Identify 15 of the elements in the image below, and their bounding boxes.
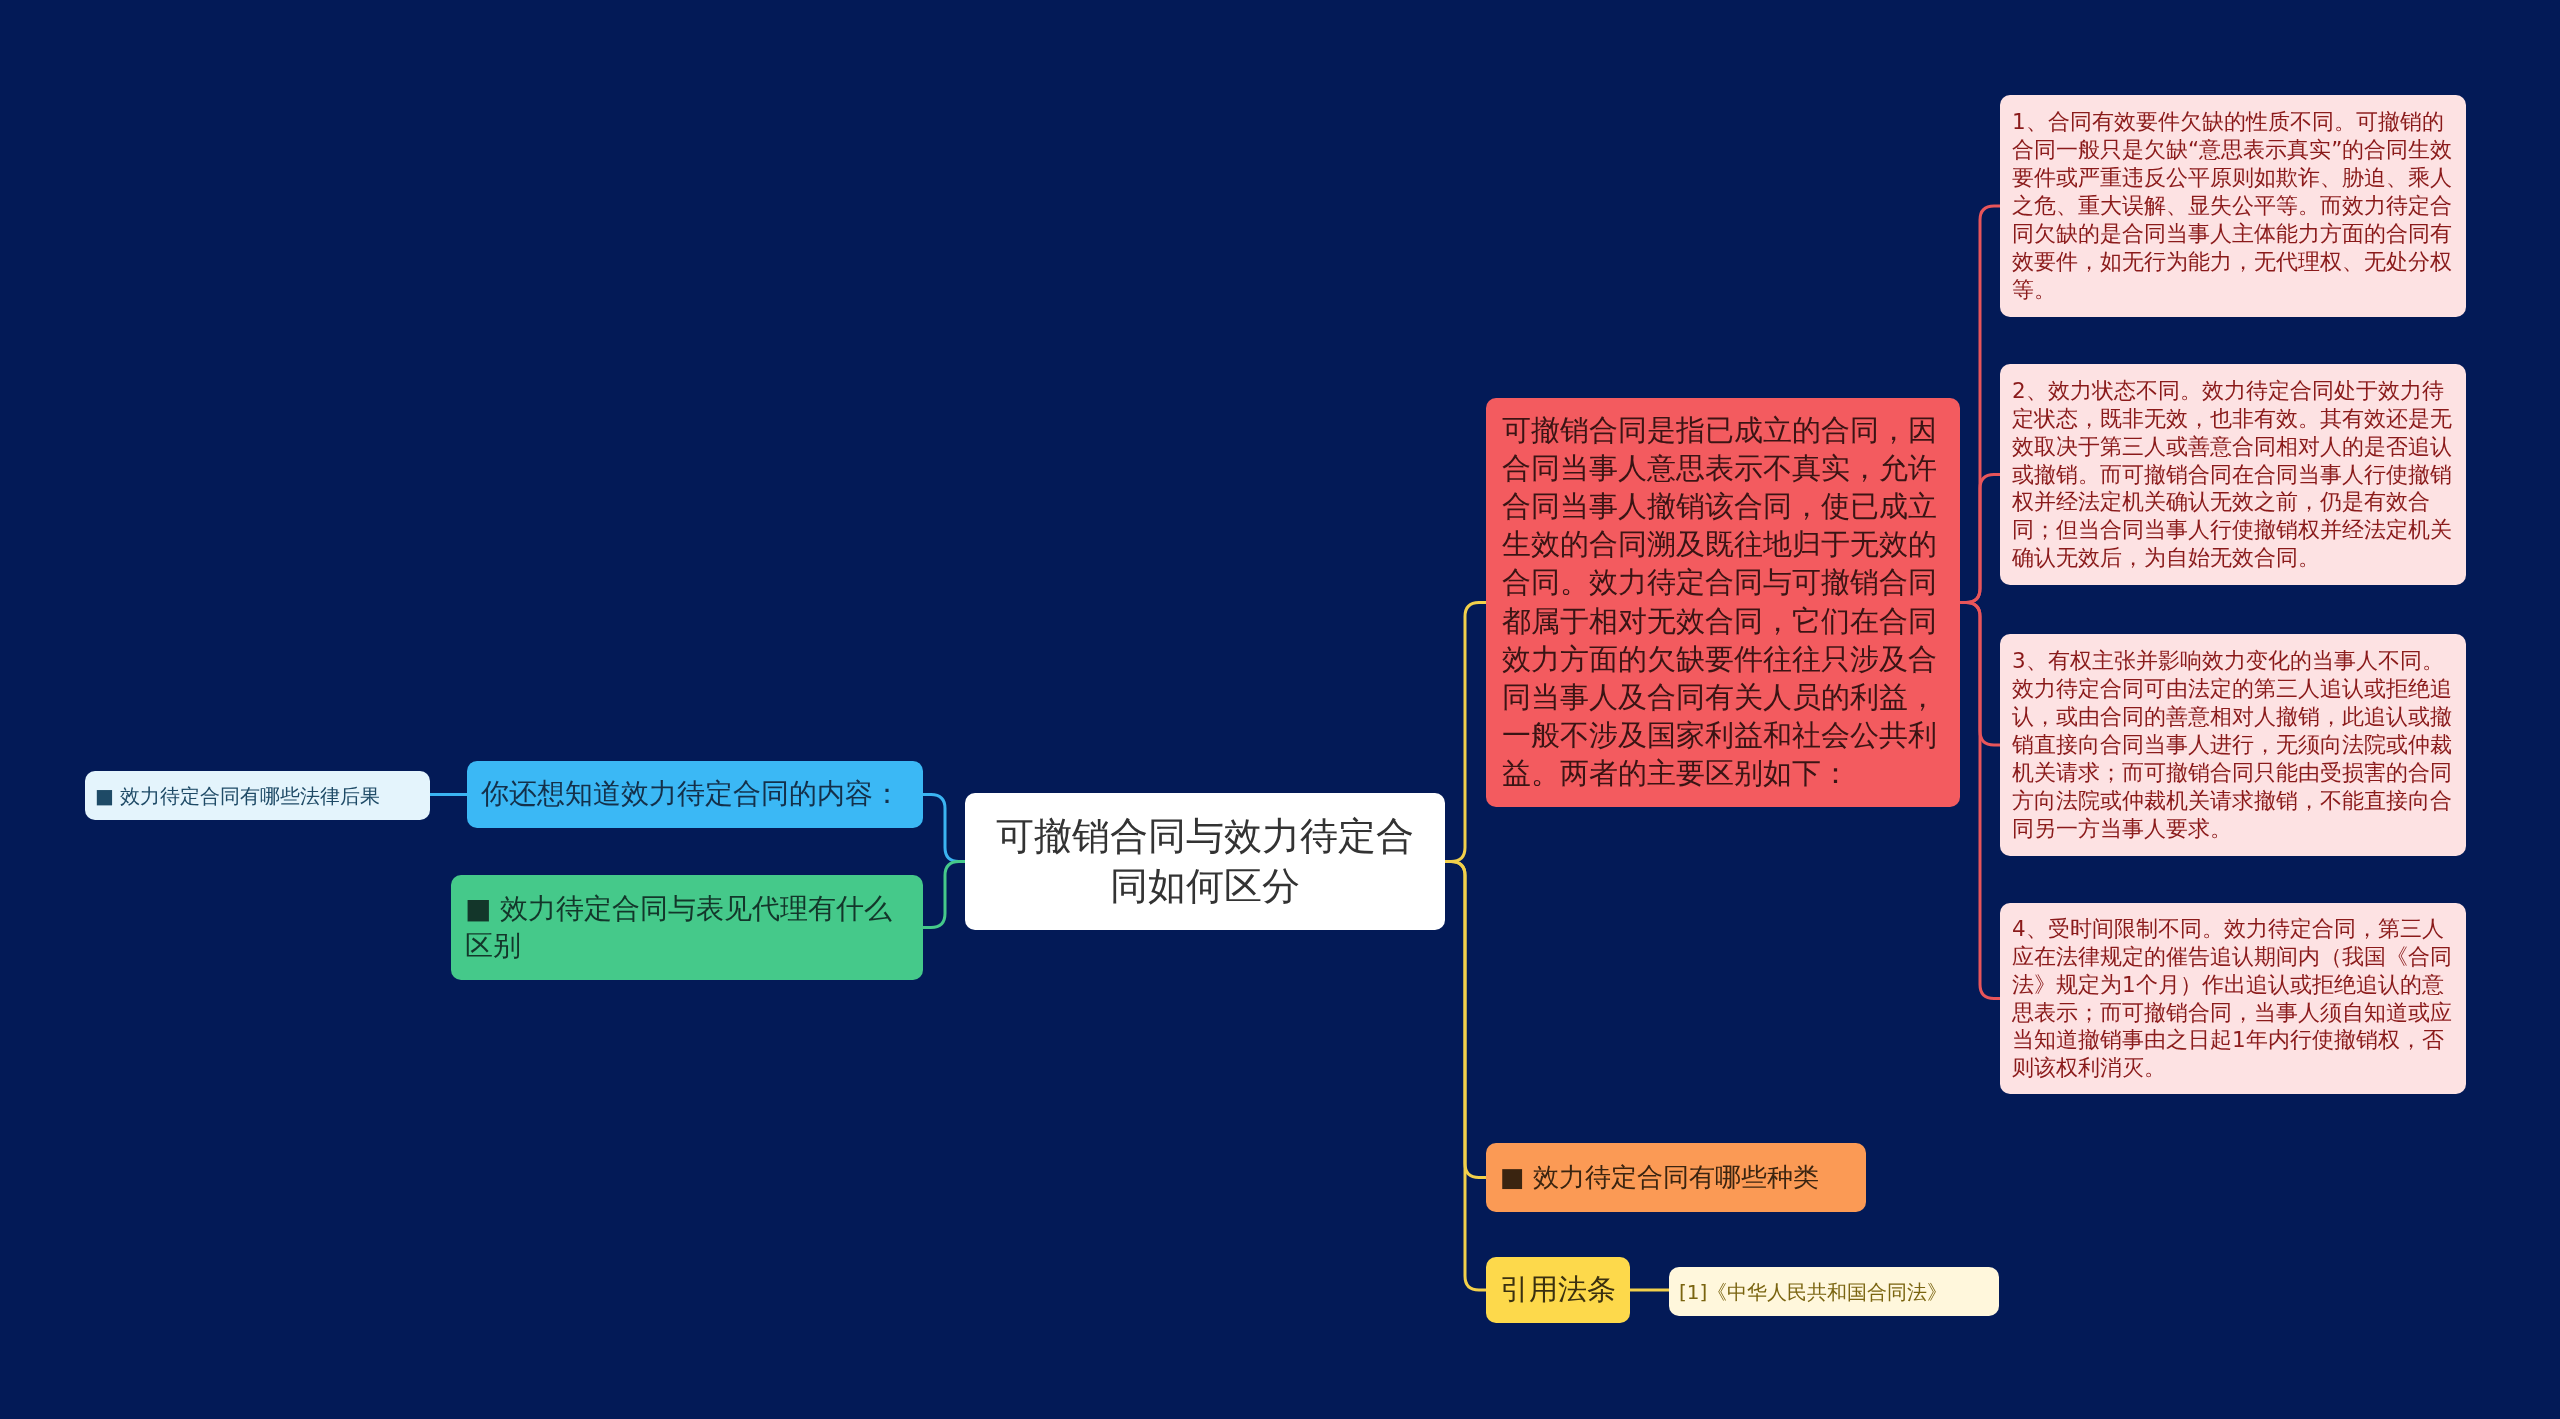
topic-box: ■ 效力待定合同与表见代理有什么区别 (451, 875, 923, 980)
topic-box: 引用法条 (1486, 1257, 1630, 1323)
connector-line (1630, 1288, 1669, 1292)
topic-box: ■ 效力待定合同有哪些种类 (1486, 1143, 1866, 1212)
note-box: 3、有权主张并影响效力变化的当事人不同。效力待定合同可由法定的第三人追认或拒绝追认，或由合同的善意相对人撤销，此追认或撤销直接向合同当事人进行，无须向法院或仲裁机关请求；而可撤销合同只能由受损害的合同方向法院或仲裁机关请求撤销，不能直接向合同另一方当事人要求。 (2000, 634, 2466, 856)
note-box: 4、受时间限制不同。效力待定合同，第三人应在法律规定的催告追认期间内（我国《合同法》规定为1个月）作出追认或拒绝追认的意思表示；而可撤销合同，当事人须自知道或应当知道撤销事由之日起1年内行使撤销权，否则该权利消灭。 (2000, 903, 2466, 1094)
topic-box: 可撤销合同与效力待定合同如何区分 (965, 793, 1445, 930)
note-box: 2、效力状态不同。效力待定合同处于效力待定状态，既非无效，也非有效。其有效还是无效取决于第三人或善意合同相对人的是否追认或撤销。而可撤销合同在合同当事人行使撤销权并经法定机关确认无效之前，仍是有效合同；但当合同当事人行使撤销权并经法定机关确认无效后，为自始无效合同。 (2000, 364, 2466, 585)
connector-line (430, 793, 467, 796)
link-box: ■ 效力待定合同有哪些法律后果 (85, 771, 430, 820)
note-box: 1、合同有效要件欠缺的性质不同。可撤销的合同一般只是欠缺“意思表示真实”的合同生效要件或严重违反公平原则如欺诈、胁迫、乘人之危、重大误解、显失公平等。而效力待定合同欠缺的是合同当事人主体能力方面的合同有效要件，如无行为能力，无代理权、无处分权等。 (2000, 95, 2466, 317)
citation-box: [1]《中华人民共和国合同法》 (1669, 1267, 1999, 1316)
topic-box: 你还想知道效力待定合同的内容： (467, 761, 923, 828)
summary-box: 可撤销合同是指已成立的合同，因合同当事人意思表示不真实，允许合同当事人撤销该合同，使已成立生效的合同溯及既往地归于无效的合同。效力待定合同与可撤销合同都属于相对无效合同，它们在合同效力方面的欠缺要件往往只涉及合同当事人及合同有关人员的利益，一般不涉及国家利益和社会公共利益。两者的主要区别如下： (1486, 398, 1960, 807)
connector-line (923, 860, 965, 929)
